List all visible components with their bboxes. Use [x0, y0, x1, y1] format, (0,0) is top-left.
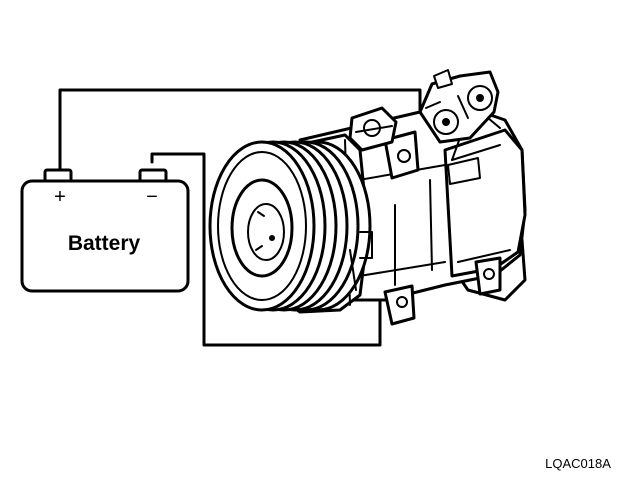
figure-code: LQAC018A	[545, 456, 611, 471]
negative-wire	[150, 152, 382, 347]
compressor-rear-cap	[443, 128, 527, 278]
ac-compressor-icon	[208, 69, 527, 326]
magnetic-clutch-pulley-icon	[208, 133, 372, 314]
battery-icon: + − Battery	[20, 168, 190, 293]
wiring	[58, 88, 422, 347]
battery-positive-symbol: +	[54, 186, 66, 208]
positive-wire	[58, 88, 422, 174]
battery-case	[20, 179, 190, 293]
battery-negative-symbol: −	[146, 186, 158, 208]
battery-label: Battery	[68, 232, 141, 255]
